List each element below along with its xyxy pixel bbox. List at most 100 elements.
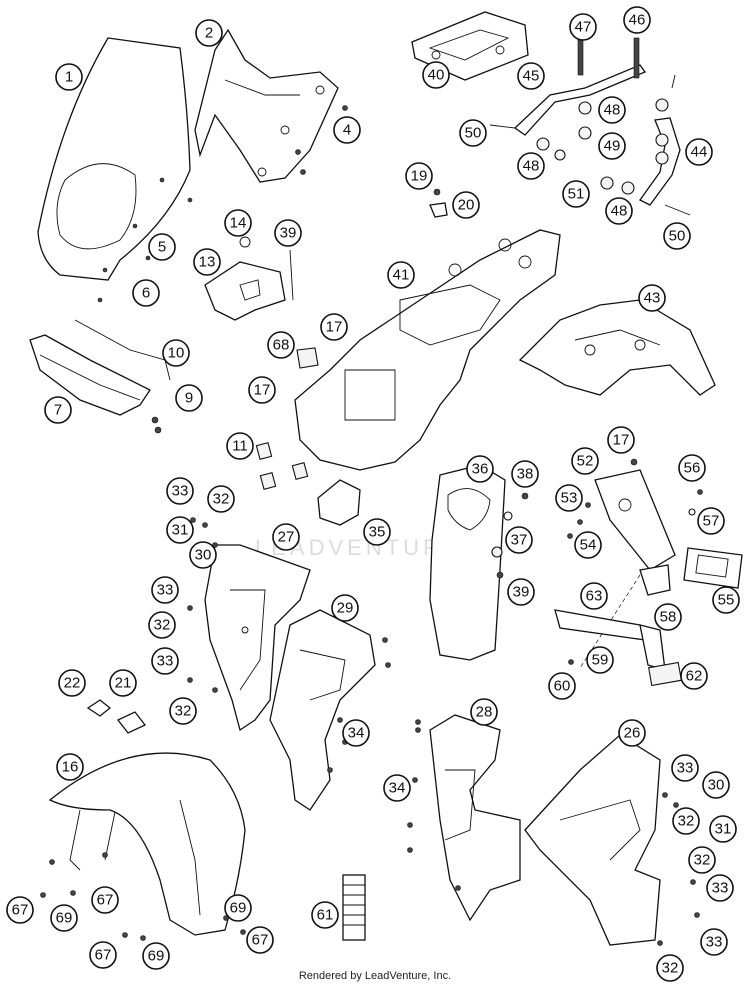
- callout-32c[interactable]: 32: [169, 697, 197, 725]
- callout-13[interactable]: 13: [193, 248, 221, 276]
- svg-text:58: 58: [660, 609, 677, 626]
- callout-68[interactable]: 68: [267, 331, 295, 359]
- callout-61[interactable]: 61: [311, 901, 339, 929]
- callout-51[interactable]: 51: [562, 180, 590, 208]
- callout-32[interactable]: 32: [207, 485, 235, 513]
- callout-58[interactable]: 58: [654, 603, 682, 631]
- callout-69[interactable]: 69: [50, 904, 78, 932]
- callout-32f[interactable]: 32: [656, 954, 684, 982]
- callout-6[interactable]: 6: [132, 279, 160, 307]
- callout-33b[interactable]: 33: [151, 576, 179, 604]
- svg-text:30: 30: [195, 547, 212, 564]
- callout-33f[interactable]: 33: [700, 928, 728, 956]
- callout-37[interactable]: 37: [505, 526, 533, 554]
- callout-27[interactable]: 27: [272, 523, 300, 551]
- callout-33e[interactable]: 33: [706, 874, 734, 902]
- callout-67c[interactable]: 67: [89, 941, 117, 969]
- callout-31b[interactable]: 31: [709, 815, 737, 843]
- callout-16[interactable]: 16: [56, 753, 84, 781]
- callout-14[interactable]: 14: [224, 209, 252, 237]
- callout-26[interactable]: 26: [618, 719, 646, 747]
- callout-2[interactable]: 2: [195, 19, 223, 47]
- callout-69c[interactable]: 69: [142, 942, 170, 970]
- callout-22[interactable]: 22: [58, 669, 86, 697]
- callout-45[interactable]: 45: [517, 62, 545, 90]
- svg-text:54: 54: [580, 537, 597, 554]
- svg-text:41: 41: [393, 267, 410, 284]
- callout-11[interactable]: 11: [226, 432, 254, 460]
- callout-21[interactable]: 21: [109, 669, 137, 697]
- callout-38[interactable]: 38: [511, 460, 539, 488]
- callout-35[interactable]: 35: [363, 518, 391, 546]
- callout-40[interactable]: 40: [422, 61, 450, 89]
- callout-59[interactable]: 59: [586, 646, 614, 674]
- callout-63[interactable]: 63: [580, 582, 608, 610]
- callout-33[interactable]: 33: [166, 477, 194, 505]
- callout-48c[interactable]: 48: [605, 197, 633, 225]
- callout-48[interactable]: 48: [598, 96, 626, 124]
- callout-32e[interactable]: 32: [688, 846, 716, 874]
- callout-48b[interactable]: 48: [517, 152, 545, 180]
- callout-67b[interactable]: 67: [91, 886, 119, 914]
- callout-5[interactable]: 5: [148, 233, 176, 261]
- callout-17c[interactable]: 17: [607, 426, 635, 454]
- callout-36[interactable]: 36: [466, 455, 494, 483]
- callout-28[interactable]: 28: [470, 698, 498, 726]
- callout-33c[interactable]: 33: [151, 647, 179, 675]
- callout-34b[interactable]: 34: [383, 774, 411, 802]
- svg-text:43: 43: [644, 290, 661, 307]
- callout-67d[interactable]: 67: [246, 926, 274, 954]
- callout-33d[interactable]: 33: [671, 754, 699, 782]
- svg-text:2: 2: [205, 25, 213, 42]
- callout-49[interactable]: 49: [598, 132, 626, 160]
- callout-9[interactable]: 9: [175, 384, 203, 412]
- svg-text:39: 39: [513, 584, 530, 601]
- part-left-number-plate: [269, 609, 391, 811]
- callout-62[interactable]: 62: [680, 662, 708, 690]
- callout-60[interactable]: 60: [548, 672, 576, 700]
- callout-41[interactable]: 41: [387, 261, 415, 289]
- part-pads: [255, 442, 309, 490]
- svg-text:44: 44: [691, 144, 708, 161]
- svg-text:33: 33: [157, 653, 174, 670]
- callout-30[interactable]: 30: [189, 541, 217, 569]
- callout-34[interactable]: 34: [342, 719, 370, 747]
- callout-55[interactable]: 55: [712, 586, 740, 614]
- callout-46[interactable]: 46: [623, 6, 651, 34]
- callout-56[interactable]: 56: [678, 454, 706, 482]
- callout-4[interactable]: 4: [333, 116, 361, 144]
- callout-50b[interactable]: 50: [663, 222, 691, 250]
- callout-32b[interactable]: 32: [148, 611, 176, 639]
- svg-text:32: 32: [175, 703, 192, 720]
- callout-31[interactable]: 31: [166, 516, 194, 544]
- callout-32d[interactable]: 32: [672, 807, 700, 835]
- callout-67[interactable]: 67: [6, 896, 34, 924]
- part-front-fender: [40, 752, 246, 941]
- callout-69b[interactable]: 69: [224, 894, 252, 922]
- svg-text:13: 13: [199, 254, 216, 271]
- callout-54[interactable]: 54: [574, 531, 602, 559]
- callout-52[interactable]: 52: [571, 447, 599, 475]
- callout-53[interactable]: 53: [555, 484, 583, 512]
- callout-10[interactable]: 10: [162, 339, 190, 367]
- callout-17b[interactable]: 17: [248, 376, 276, 404]
- callout-47[interactable]: 47: [569, 13, 597, 41]
- svg-text:16: 16: [62, 759, 79, 776]
- callout-1[interactable]: 1: [55, 63, 83, 91]
- callout-7[interactable]: 7: [44, 396, 72, 424]
- callout-17[interactable]: 17: [320, 313, 348, 341]
- svg-text:33: 33: [677, 760, 694, 777]
- callout-50[interactable]: 50: [459, 119, 487, 147]
- callout-20[interactable]: 20: [452, 191, 480, 219]
- callout-57[interactable]: 57: [697, 507, 725, 535]
- callout-29[interactable]: 29: [331, 594, 359, 622]
- callout-30b[interactable]: 30: [702, 771, 730, 799]
- svg-text:32: 32: [662, 960, 679, 977]
- callout-39[interactable]: 39: [274, 219, 302, 247]
- callout-19[interactable]: 19: [405, 162, 433, 190]
- callout-43[interactable]: 43: [638, 284, 666, 312]
- svg-text:33: 33: [706, 934, 723, 951]
- callout-44[interactable]: 44: [685, 138, 713, 166]
- svg-text:22: 22: [64, 675, 81, 692]
- callout-39b[interactable]: 39: [507, 578, 535, 606]
